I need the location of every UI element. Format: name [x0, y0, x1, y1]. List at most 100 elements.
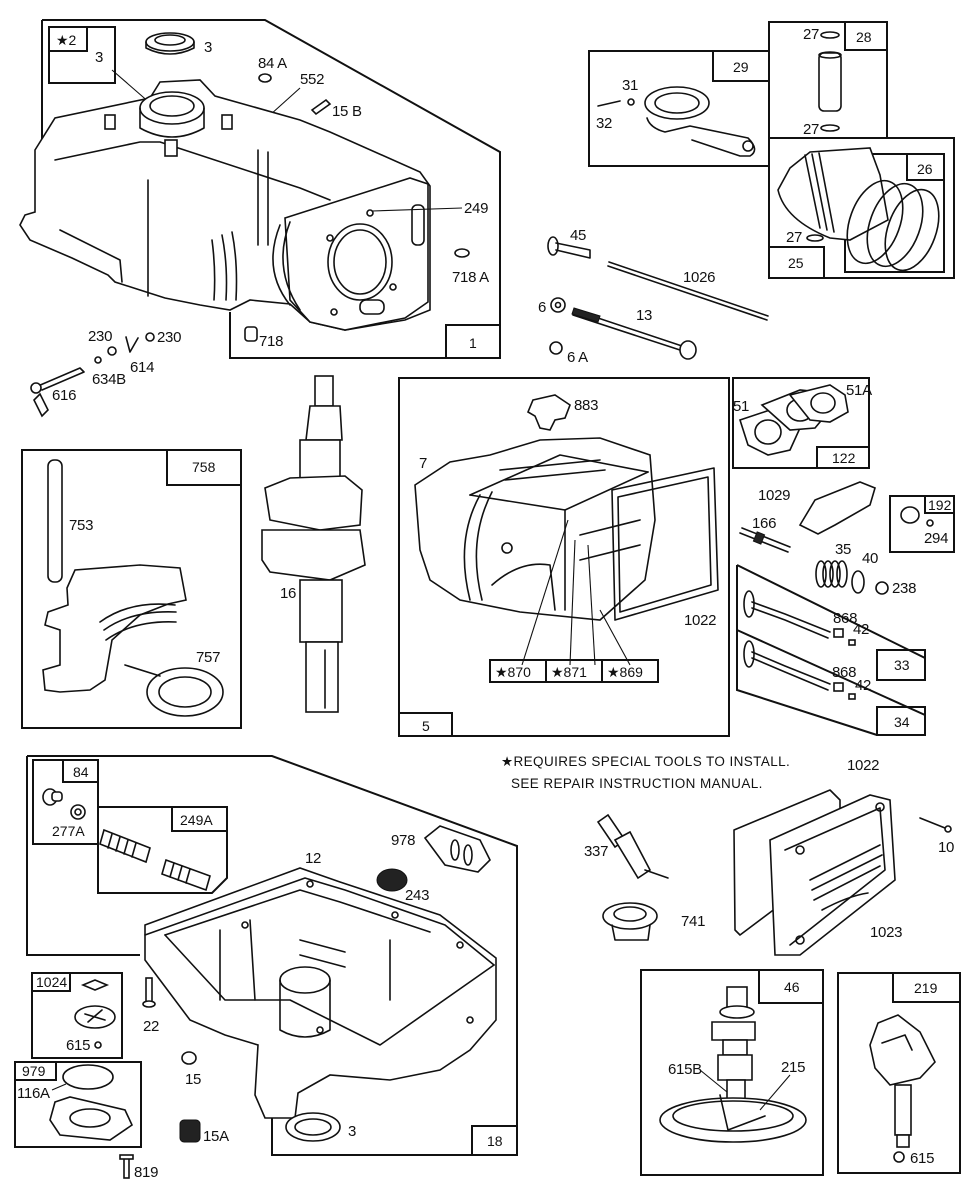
part-box-84[interactable] [62, 759, 99, 783]
collet-42-icon[interactable] [848, 639, 856, 646]
part-box-28[interactable] [844, 21, 888, 51]
bolt-washer-31-icon[interactable] [627, 98, 635, 106]
washer-6-icon[interactable] [550, 297, 566, 313]
camshaft-icon[interactable] [659, 986, 807, 1143]
part-box-18[interactable] [471, 1125, 518, 1156]
part-label-741: 741 [681, 913, 705, 930]
part-box-26[interactable] [906, 153, 945, 181]
governor-gear-icon[interactable] [869, 1014, 936, 1148]
head-bolt-13-icon[interactable] [571, 307, 697, 360]
retainer-27b-icon[interactable] [820, 124, 840, 132]
dowel-718a-icon[interactable] [454, 248, 470, 258]
nut-192-icon[interactable] [900, 506, 920, 524]
part-label-42-b: 42 [855, 677, 871, 694]
part-label-615b: 615B [668, 1061, 702, 1078]
part-box-219[interactable] [892, 972, 961, 1003]
piston-rings-icon[interactable] [837, 173, 949, 278]
retainer-27-icon[interactable] [820, 31, 840, 39]
adapter-84-icon[interactable] [42, 788, 63, 806]
part-label-35: 35 [835, 541, 851, 558]
cylinder-head-icon[interactable] [414, 437, 656, 621]
special-tools-note: ★REQUIRES SPECIAL TOOLS TO INSTALL. SEE … [501, 754, 790, 791]
part-box-25[interactable] [768, 246, 825, 279]
piston-pin-icon[interactable] [818, 51, 842, 112]
relief-plunger-icon[interactable] [161, 858, 211, 892]
part-label-819: 819 [134, 1164, 158, 1181]
dowel-15b-icon[interactable] [310, 98, 332, 116]
cylinder-block-icon[interactable] [19, 79, 431, 331]
valve-cover-1023-icon[interactable] [769, 794, 896, 956]
o-ring-116a-icon[interactable] [62, 1064, 114, 1090]
dowel-718-icon[interactable] [244, 326, 258, 342]
keeper-868b-icon[interactable] [833, 682, 844, 692]
part-label-27-top: 27 [803, 26, 819, 43]
relief-spring-icon[interactable] [99, 828, 151, 864]
part-box-1024[interactable] [31, 972, 71, 992]
clip-615-icon[interactable] [893, 1151, 905, 1163]
intake-gasket-51-icon[interactable] [738, 384, 849, 456]
keeper-868-icon[interactable] [833, 628, 844, 638]
balancer-weight-757-icon[interactable] [42, 564, 224, 717]
connecting-rod-icon[interactable] [644, 86, 756, 157]
plug-84a-icon[interactable] [258, 73, 272, 83]
part-box-219-label: 219 [914, 980, 938, 996]
part-box-249a[interactable] [171, 806, 228, 832]
pushrod-1026-icon[interactable] [607, 261, 769, 321]
washer-741-icon[interactable] [602, 902, 658, 941]
nut-230-icon[interactable] [107, 346, 117, 356]
plug-15-icon[interactable] [181, 1051, 197, 1065]
oil-seal-3-icon[interactable] [145, 32, 195, 55]
sump-base-icon[interactable] [144, 867, 497, 1119]
star-part-869[interactable] [601, 659, 659, 683]
part-box-758[interactable] [166, 449, 242, 486]
washer-294-icon[interactable] [926, 519, 934, 527]
plug-15a-icon[interactable] [179, 1119, 201, 1143]
spark-plug-337-icon[interactable] [596, 813, 669, 880]
screen-243-icon[interactable] [376, 868, 408, 892]
part-box-1[interactable] [445, 324, 501, 359]
collet-42b-icon[interactable] [848, 693, 856, 700]
valve-spring-35-icon[interactable] [815, 560, 848, 588]
part-box-979[interactable] [14, 1061, 57, 1081]
washer-230-icon[interactable] [145, 332, 155, 342]
screw-819-icon[interactable] [119, 1154, 134, 1179]
washer-6a-icon[interactable] [549, 341, 563, 355]
tappet-45-icon[interactable] [547, 236, 591, 259]
part-box-249a-label: 249A [180, 812, 213, 828]
retainer-27c-icon[interactable] [806, 234, 824, 242]
bolt-32-icon[interactable] [597, 100, 621, 107]
exhaust-valve-icon[interactable] [743, 590, 831, 639]
part-box-5[interactable] [398, 712, 453, 737]
rocker-arm-1029-icon[interactable] [798, 481, 876, 535]
clip-614-icon[interactable] [125, 336, 139, 353]
part-label-1023: 1023 [870, 924, 902, 941]
crankshaft-group: 16 [261, 375, 366, 713]
intake-valve-icon[interactable] [743, 640, 831, 691]
balancer-shaft-753-icon[interactable] [47, 459, 63, 583]
part-box-34[interactable] [876, 706, 926, 736]
breather-883-icon[interactable] [526, 394, 571, 431]
pump-cover-plate-icon[interactable] [49, 1096, 134, 1141]
part-box-192[interactable] [924, 495, 955, 514]
rocker-stud-166-icon[interactable] [739, 527, 791, 553]
star-part-869-label: ★869 [607, 664, 643, 680]
part-box-33[interactable] [876, 649, 926, 681]
rotator-238-icon[interactable] [875, 581, 889, 595]
cylinder-group-outline [42, 19, 501, 359]
governor-shaft-616-icon[interactable] [30, 367, 85, 418]
part-box-46[interactable] [758, 969, 824, 1004]
nut-634b-icon[interactable] [94, 356, 102, 364]
inner-rotor-icon[interactable] [80, 979, 110, 991]
screw-10-icon[interactable] [919, 817, 952, 833]
piston-icon[interactable] [777, 147, 889, 241]
o-ring-277a-icon[interactable] [70, 804, 86, 820]
crankshaft-icon[interactable] [261, 375, 366, 713]
retainer-40-icon[interactable] [851, 570, 865, 594]
pin-615-icon[interactable] [94, 1041, 102, 1049]
bolt-22-icon[interactable] [142, 977, 156, 1008]
valve-cover-gasket-1022-icon[interactable] [611, 467, 719, 621]
oil-seal-3-bottom-icon[interactable] [285, 1112, 341, 1142]
plate-978-icon[interactable] [423, 825, 491, 873]
part-label-1026: 1026 [683, 269, 715, 286]
part-box-122[interactable] [816, 446, 870, 469]
